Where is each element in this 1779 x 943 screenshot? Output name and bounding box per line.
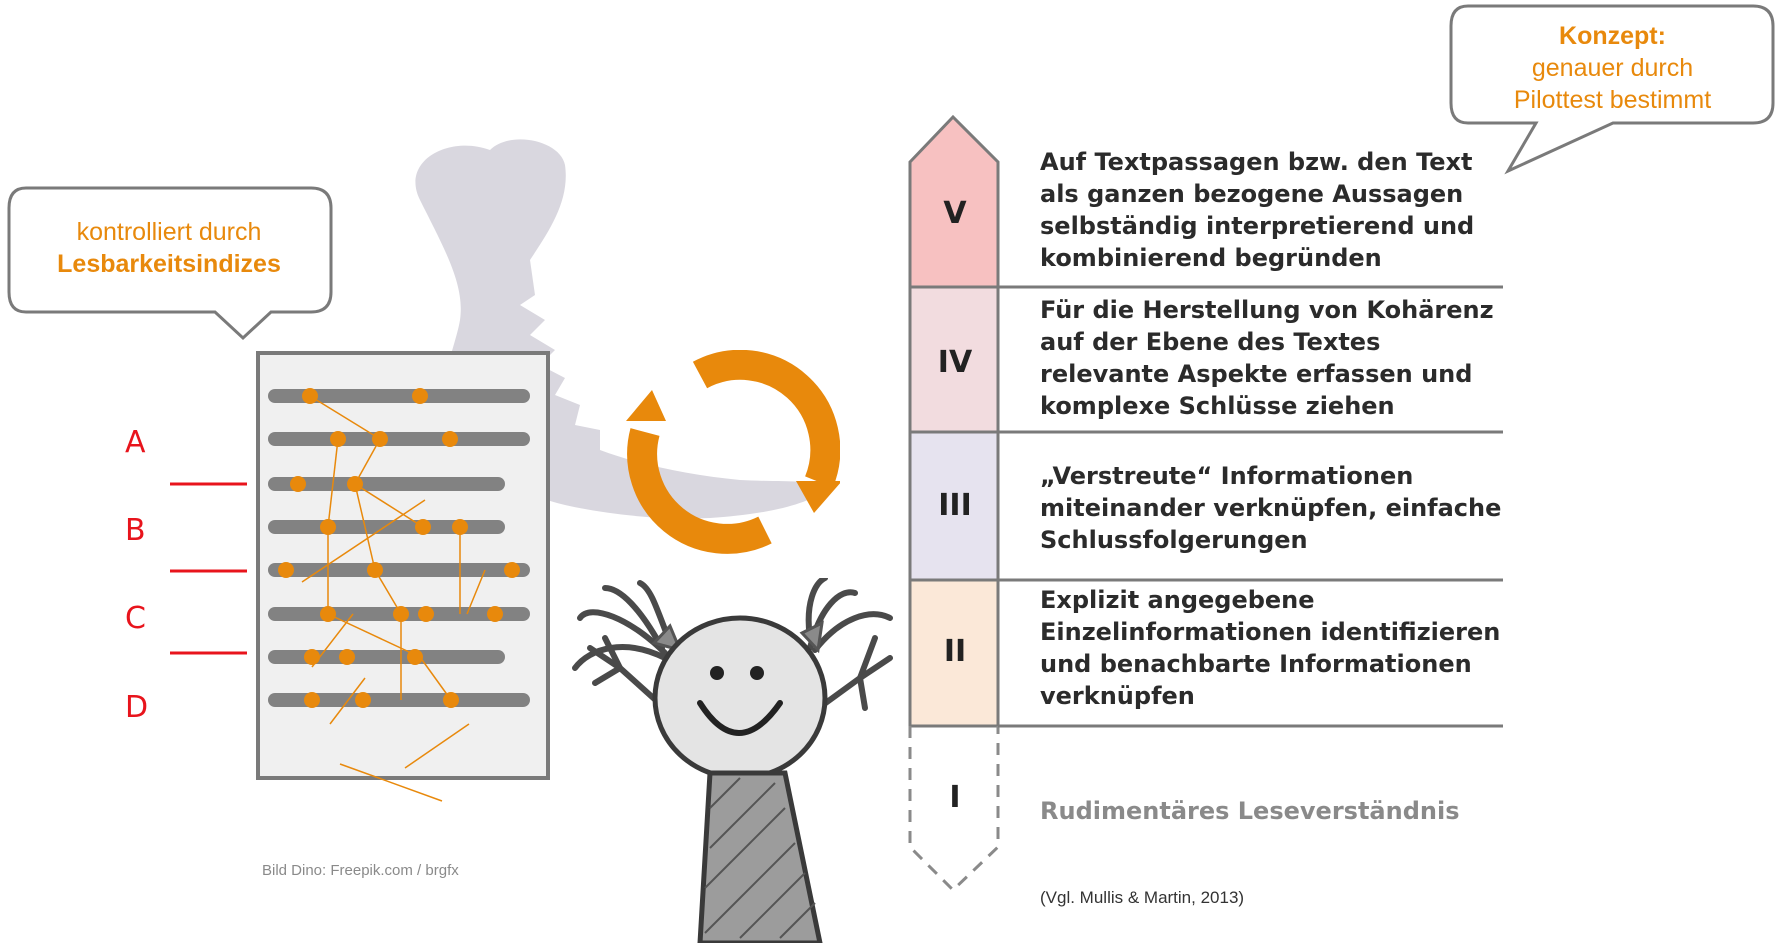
callout-left-bubble [7, 186, 333, 341]
citation: (Vgl. Mullis & Martin, 2013) [1040, 888, 1245, 907]
cycle-arrows-icon [626, 350, 840, 554]
callout-right-text: Konzept: genauer durch Pilottest bestimm… [1455, 20, 1770, 116]
level-4-line-4: komplexe Schlüsse ziehen [1040, 392, 1395, 420]
level-5-line-4: kombinierend begründen [1040, 244, 1382, 272]
level-1-roman: I [949, 780, 961, 815]
girl-figure [572, 578, 893, 943]
callout-left-line2: Lesbarkeitsindizes [57, 250, 281, 278]
level-2-line-1: Explizit angegebene [1040, 586, 1315, 614]
text-document [256, 351, 550, 802]
level-1-description: Rudimentäres Leseverständnis [1040, 795, 1459, 827]
callout-left-line1: kontrolliert durch [76, 218, 262, 246]
callout-right-line2: genauer durch [1531, 54, 1694, 82]
level-5-description: Auf Textpassagen bzw. den Text als ganze… [1040, 146, 1474, 274]
level-3-line-1: „Verstreute“ Informationen [1040, 462, 1414, 490]
level-5-line-2: als ganzen bezogene Aussagen [1040, 180, 1464, 208]
level-2-line-2: Einzelinformationen identifizieren [1040, 618, 1501, 646]
callout-right-bubble [1449, 4, 1775, 175]
concept-dots [278, 388, 520, 708]
level-2-line-4: verknüpfen [1040, 682, 1195, 710]
level-2-band [908, 578, 1000, 728]
callout-right-line1: Konzept: [1559, 22, 1666, 50]
callout-left-text: kontrolliert durch Lesbarkeitsindizes [10, 216, 328, 280]
level-1-band [908, 726, 1000, 893]
level-5-line-1: Auf Textpassagen bzw. den Text [1040, 148, 1473, 176]
level-3-line-2: miteinander verknüpfen, einfache [1040, 494, 1502, 522]
connection-lines [301, 395, 486, 802]
level-3-roman: III [938, 488, 972, 523]
level-4-roman: IV [937, 345, 973, 380]
level-4-line-2: auf der Ebene des Textes [1040, 328, 1381, 356]
level-dividers [998, 285, 1503, 728]
level-2-roman: II [943, 634, 967, 669]
level-4-line-1: Für die Herstellung von Kohärenz [1040, 296, 1494, 324]
level-3-line-3: Schlussfolgerungen [1040, 526, 1308, 554]
level-5-line-3: selbständig interpretierend und [1040, 212, 1475, 240]
level-2-description: Explizit angegebene Einzelinformationen … [1040, 584, 1500, 712]
level-scale [908, 114, 1503, 893]
level-4-description: Für die Herstellung von Kohärenz auf der… [1040, 294, 1494, 422]
level-5-roman: V [943, 196, 967, 231]
callout-right-line3: Pilottest bestimmt [1513, 86, 1712, 114]
level-4-line-3: relevante Aspekte erfassen und [1040, 360, 1473, 388]
image-credit: Bild Dino: Freepik.com / brgfx [262, 862, 459, 879]
level-1-line-1: Rudimentäres Leseverständnis [1040, 797, 1460, 825]
segment-label-a: A [125, 425, 146, 460]
segment-label-c: C [125, 601, 146, 636]
level-5-band [908, 114, 1000, 289]
segment-label-b: B [125, 513, 146, 548]
level-3-description: „Verstreute“ Informationen miteinander v… [1040, 460, 1501, 556]
segment-dividers [170, 482, 247, 655]
level-2-line-3: und benachbarte Informationen [1040, 650, 1472, 678]
segment-label-d: D [125, 690, 149, 725]
